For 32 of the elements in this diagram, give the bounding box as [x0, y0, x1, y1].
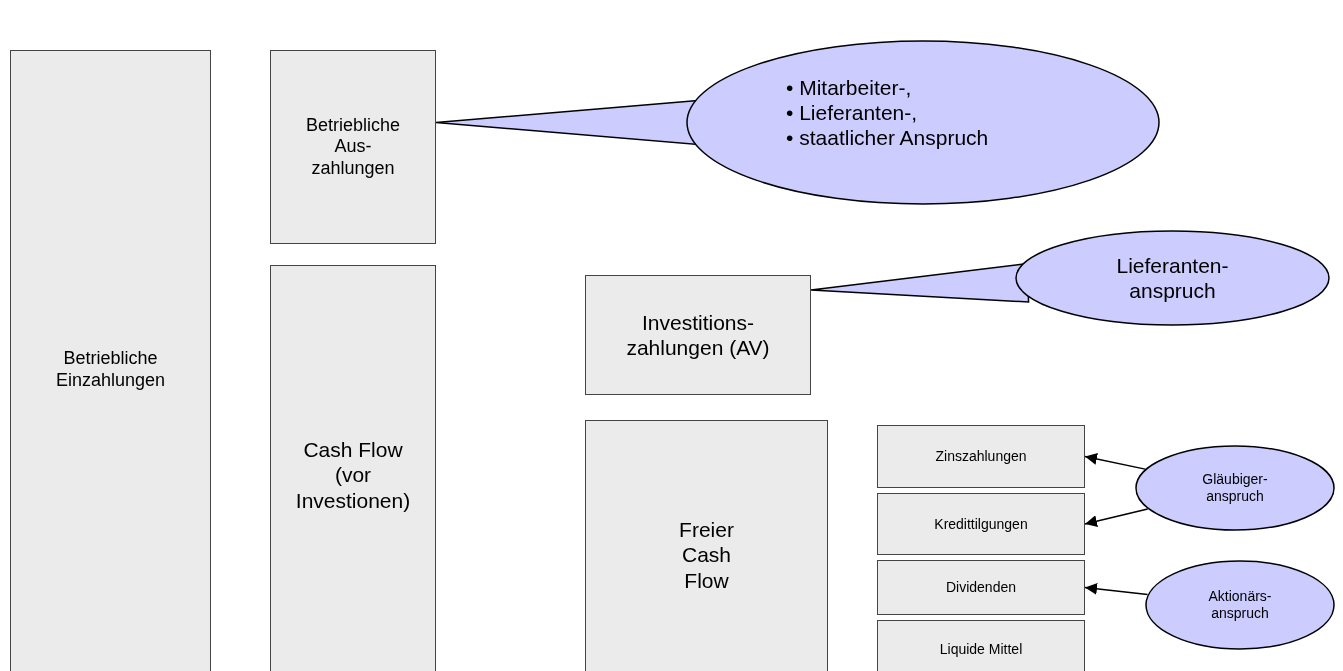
bubble-text: • Lieferanten-, [786, 99, 919, 126]
block-label: Kredittilgungen [934, 515, 1028, 533]
bubble-text: • Mitarbeiter-, [786, 74, 913, 100]
cash-flow-block [877, 425, 1085, 488]
cash-flow-block [877, 560, 1085, 615]
block-label: Investitions- zahlungen (AV) [625, 309, 771, 361]
speech-bubble [1135, 445, 1335, 531]
block-label: Cash Flow (vor Investionen) [294, 437, 412, 513]
block-label: Betriebliche Einzahlungen [54, 348, 167, 392]
callout-tail [810, 262, 1030, 303]
block-label: Dividenden [945, 579, 1017, 596]
block-label: Zinszahlungen [935, 448, 1027, 465]
cash-flow-block [877, 620, 1085, 671]
cash-flow-block [270, 265, 436, 671]
bubble-text: • staatlicher Anspruch [786, 125, 989, 151]
cash-flow-block [877, 493, 1085, 555]
bubble-text: Gläubiger- anspruch [1201, 471, 1269, 505]
speech-bubble [686, 40, 1160, 205]
block-label: Betriebliche Aus- zahlungen [304, 114, 402, 180]
speech-bubble [1145, 560, 1335, 650]
cash-flow-block [585, 275, 811, 395]
block-label: Liquide Mittel [939, 641, 1023, 658]
cash-flow-block [10, 50, 211, 671]
arrow [1084, 508, 1149, 528]
cash-flow-block [585, 420, 828, 671]
cash-flow-block [270, 50, 436, 244]
bubble-text: Lieferanten- anspruch [1115, 252, 1230, 304]
arrow [1084, 453, 1146, 470]
bubble-text: Aktionärs- anspruch [1207, 588, 1273, 622]
block-label: Freier Cash Flow [678, 517, 735, 593]
arrow [1084, 582, 1149, 596]
speech-bubble [1015, 230, 1330, 326]
